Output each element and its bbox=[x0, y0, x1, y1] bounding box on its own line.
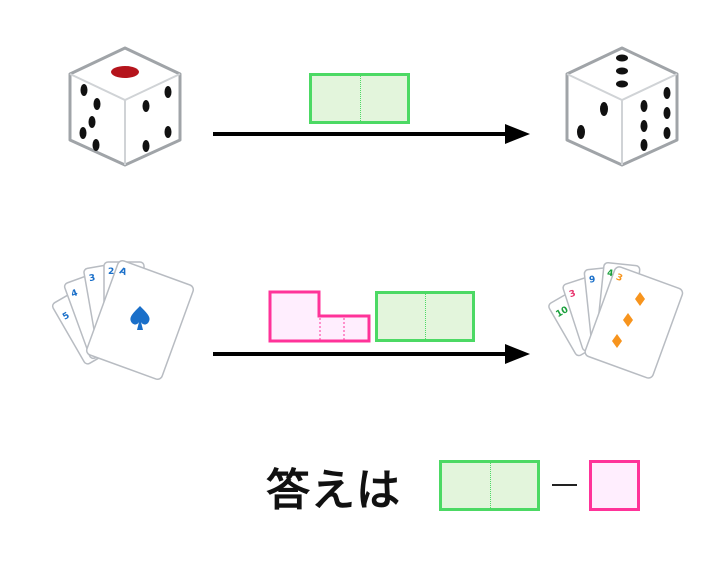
arrow-bottom bbox=[213, 344, 530, 364]
arrow-top bbox=[213, 124, 530, 144]
minus-sign bbox=[552, 484, 577, 486]
card-label: 4 bbox=[607, 269, 614, 280]
card-label: 3 bbox=[88, 273, 96, 284]
diamond-icon bbox=[612, 334, 622, 348]
cards-diamonds-icon: 10 3 9 4 3 bbox=[548, 261, 684, 379]
card-label: 3 bbox=[568, 289, 577, 300]
green-blank-middle[interactable] bbox=[375, 291, 475, 342]
diamond-icon bbox=[623, 313, 633, 327]
card-label: 5 bbox=[61, 311, 71, 323]
answer-label: 答えは bbox=[266, 465, 401, 516]
pink-blank-three-digit[interactable] bbox=[268, 290, 371, 343]
card-label: 9 bbox=[589, 275, 596, 286]
card-label: A bbox=[118, 266, 128, 278]
cards-spades-icon: 5 4 3 2 A bbox=[51, 259, 195, 381]
diamond-icon bbox=[635, 292, 645, 306]
answer-pink-blank[interactable] bbox=[589, 460, 640, 511]
die-one-icon bbox=[68, 46, 182, 167]
green-blank-top[interactable] bbox=[309, 73, 410, 124]
answer-green-blank[interactable] bbox=[439, 460, 540, 511]
card-label: 2 bbox=[108, 267, 114, 277]
spade-icon bbox=[130, 306, 150, 330]
die-three-icon bbox=[565, 46, 679, 167]
card-label: 4 bbox=[70, 288, 79, 300]
card-label: 3 bbox=[615, 273, 624, 285]
